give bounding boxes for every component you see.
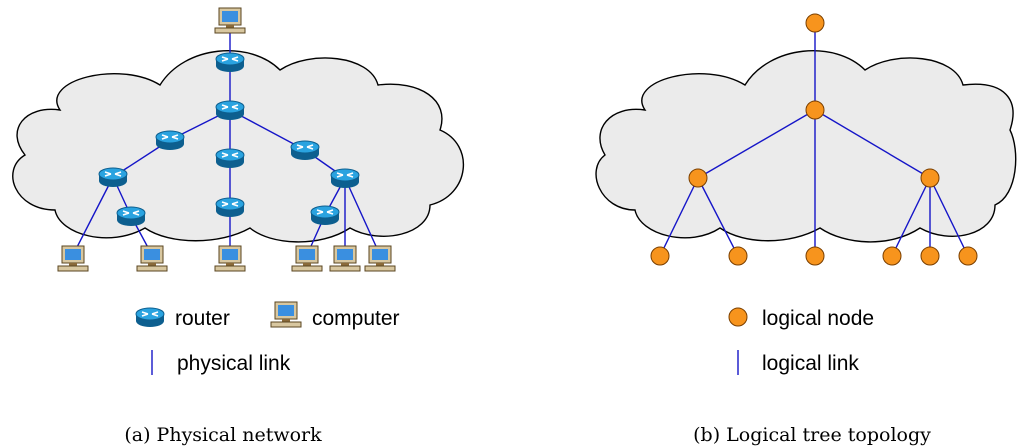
panel-physical-network: router computer physical link (a) Physic… (12, 7, 464, 446)
router-icon (116, 206, 146, 227)
router-icon (215, 197, 245, 218)
legend-physical: router computer physical link (135, 301, 400, 375)
legend-logical-link-label: logical link (762, 352, 859, 375)
logical-links (659, 23, 969, 257)
router-icon (290, 140, 320, 161)
logical-node (958, 246, 978, 266)
logical-node (805, 246, 825, 266)
logical-node (805, 13, 825, 33)
computer-icon (329, 245, 361, 272)
caption-b: (b) Logical tree topology (693, 424, 931, 446)
router-icon (310, 205, 340, 226)
router-icon (98, 167, 128, 188)
logical-node (650, 246, 670, 266)
legend-router-label: router (175, 307, 230, 330)
legend-physical-link-label: physical link (177, 352, 291, 375)
router-icon (330, 168, 360, 189)
legend-computer-label: computer (312, 307, 400, 330)
router-icon (215, 148, 245, 169)
computer-icon (364, 245, 396, 272)
computer-icon (291, 245, 323, 272)
cloud-a (12, 50, 464, 243)
computer-icon (270, 301, 302, 328)
logical-node (805, 100, 825, 120)
logical-node (728, 246, 748, 266)
router-icon (215, 100, 245, 121)
computer-icon (214, 7, 246, 34)
logical-node (728, 307, 748, 327)
cloud-b (595, 50, 1017, 243)
logical-node (882, 246, 902, 266)
computer-icon (214, 245, 246, 272)
computer-icon (57, 245, 89, 272)
router-icon (215, 52, 245, 73)
router-icon (135, 307, 165, 328)
logical-node (920, 246, 940, 266)
legend-logical: logical node logical link (728, 307, 874, 375)
logical-node (688, 168, 708, 188)
panel-logical-tree: logical node logical link (b) Logical tr… (595, 13, 1017, 446)
legend-logical-node-label: logical node (762, 307, 874, 330)
caption-a: (a) Physical network (124, 424, 322, 446)
logical-node (920, 168, 940, 188)
router-icon (155, 130, 185, 151)
computer-icon (136, 245, 168, 272)
